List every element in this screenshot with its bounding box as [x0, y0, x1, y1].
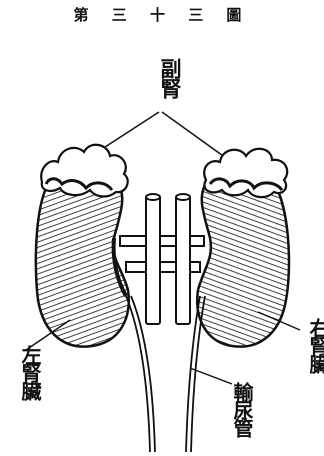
ureter-label: 輸尿管: [224, 382, 252, 436]
figure-title: 第 三 十 三 圖: [0, 8, 324, 23]
right-kidney-label: 右腎臟: [288, 318, 324, 372]
renal-vessels: [120, 236, 204, 272]
left-adrenal-gland: [41, 145, 128, 197]
ureters: [126, 296, 205, 452]
right-adrenal-gland: [204, 149, 287, 197]
great-vessels: [146, 194, 190, 324]
adrenal-gland-label: 副腎: [139, 58, 181, 98]
left-kidney-label: 左腎臟: [0, 345, 40, 399]
